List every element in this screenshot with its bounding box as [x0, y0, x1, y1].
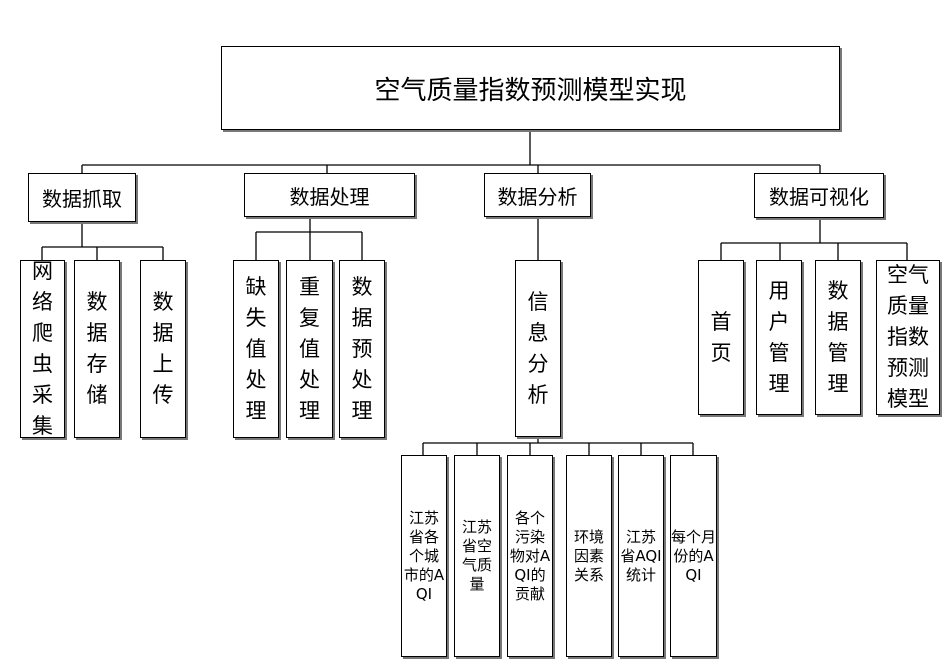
node-user-management: 用户管理 [756, 260, 802, 415]
node-home-page: 首页 [698, 260, 744, 415]
node-missing-values: 缺失值处理 [233, 260, 279, 438]
node-data-management: 数据管理 [815, 260, 861, 415]
node-prediction-model: 空气质量指数预测模型 [876, 260, 940, 415]
node-data-upload-label: 数据上传 [152, 290, 174, 407]
node-data-process-label: 数据处理 [289, 184, 370, 209]
node-environment-factors-label: 环境因素关系 [573, 527, 604, 584]
node-data-storage: 数据存储 [74, 260, 120, 438]
node-data-upload: 数据上传 [140, 260, 186, 438]
node-missing-values-label: 缺失值处理 [245, 274, 267, 423]
node-duplicate-values: 重复值处理 [286, 260, 333, 438]
node-aqi-statistics-label: 江苏省AQI统计 [620, 527, 662, 584]
root-node: 空气质量指数预测模型实现 [221, 46, 840, 130]
node-data-analysis: 数据分析 [484, 173, 591, 217]
node-pollutant-contribution-label: 各个污染物对AQI的贡献 [509, 508, 551, 603]
node-data-crawl-label: 数据抓取 [42, 187, 122, 211]
node-data-crawl: 数据抓取 [28, 173, 136, 222]
node-prediction-model-label: 空气质量指数预测模型 [887, 263, 929, 411]
node-monthly-aqi: 每个月份的AQI [670, 455, 717, 657]
node-preprocessing-label: 数据预处理 [351, 274, 373, 423]
node-air-quality: 江苏省空气质量 [454, 455, 500, 657]
node-duplicate-values-label: 重复值处理 [299, 274, 320, 423]
node-data-viz-label: 数据可视化 [769, 185, 869, 209]
node-data-process: 数据处理 [244, 173, 415, 217]
node-info-analysis: 信息分析 [515, 260, 561, 437]
node-data-viz: 数据可视化 [754, 173, 884, 218]
node-home-page-label: 首页 [710, 309, 732, 365]
node-environment-factors: 环境因素关系 [566, 455, 612, 657]
node-user-management-label: 用户管理 [768, 278, 790, 396]
node-data-management-label: 数据管理 [827, 278, 849, 396]
node-aqi-statistics: 江苏省AQI统计 [618, 455, 664, 657]
node-city-aqi: 江苏省各个城市的AQI [401, 455, 447, 657]
node-monthly-aqi-label: 每个月份的AQI [671, 527, 717, 584]
node-preprocessing: 数据预处理 [339, 260, 385, 438]
root-label: 空气质量指数预测模型实现 [374, 75, 687, 106]
node-web-crawler-label: 网络爬虫采集 [32, 259, 53, 438]
node-air-quality-label: 江苏省空气质量 [461, 518, 492, 593]
node-data-analysis-label: 数据分析 [497, 184, 578, 209]
node-pollutant-contribution: 各个污染物对AQI的贡献 [507, 455, 553, 657]
node-web-crawler: 网络爬虫采集 [20, 259, 65, 438]
node-city-aqi-label: 江苏省各个城市的AQI [403, 508, 445, 603]
node-data-storage-label: 数据存储 [86, 290, 108, 407]
node-info-analysis-label: 信息分析 [527, 289, 549, 407]
